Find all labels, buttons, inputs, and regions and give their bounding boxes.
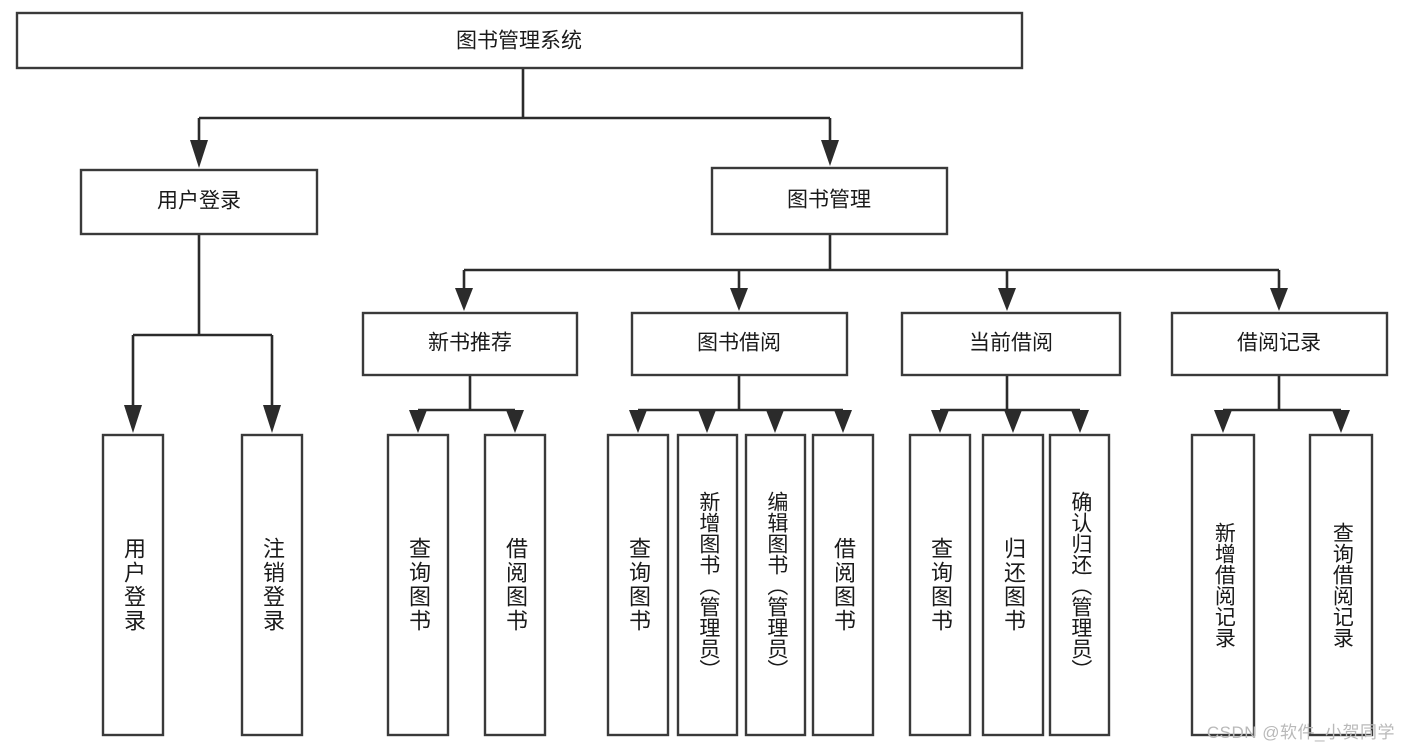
arrow-head-new-book-leaf-2 xyxy=(506,410,524,433)
node-root-box[interactable] xyxy=(15,11,1024,70)
node-new-book-recommend-box[interactable] xyxy=(361,311,579,377)
node-book-borrow-box[interactable] xyxy=(630,311,849,377)
leaf-box-layer xyxy=(101,433,1374,737)
arrow-head-user-login xyxy=(190,140,208,168)
arrow-head-book-borrow xyxy=(730,288,748,311)
node-root[interactable]: 图书管理系统 xyxy=(15,11,1024,70)
node-book-borrow-label: 图书借阅 xyxy=(697,332,781,355)
arrow-head-new-book-leaf-1 xyxy=(409,410,427,433)
leaf-box-borrow-book-new[interactable] xyxy=(483,433,547,737)
node-user-login[interactable]: 用户登录 xyxy=(79,168,319,236)
node-user-login-box[interactable] xyxy=(79,168,319,236)
node-current-borrow[interactable]: 当前借阅 xyxy=(900,311,1122,377)
node-borrow-record-label: 借阅记录 xyxy=(1237,332,1321,355)
node-current-borrow-label: 当前借阅 xyxy=(969,332,1053,355)
arrow-head-borrow-record-leaf-1 xyxy=(1214,410,1232,433)
arrow-head-new-book xyxy=(455,288,473,311)
arrow-head-borrow-record-leaf-2 xyxy=(1332,410,1350,433)
node-borrow-record[interactable]: 借阅记录 xyxy=(1170,311,1389,377)
leaf-box-add-book-admin[interactable] xyxy=(676,433,739,737)
arrow-head-book-borrow-leaf-1 xyxy=(629,410,647,433)
arrow-head-leaf-user-login xyxy=(124,405,142,433)
node-user-login-label: 用户登录 xyxy=(157,190,241,213)
csdn-watermark: CSDN @软件_小贺同学 xyxy=(1206,723,1395,742)
node-new-book-recommend[interactable]: 新书推荐 xyxy=(361,311,579,377)
leaf-box-query-book-new[interactable] xyxy=(386,433,450,737)
leaf-box-user-login[interactable] xyxy=(101,433,165,737)
leaf-box-query-borrow-record[interactable] xyxy=(1308,433,1374,737)
leaf-box-return-book[interactable] xyxy=(981,433,1045,737)
arrow-head-book-borrow-leaf-2 xyxy=(698,410,716,433)
leaf-box-edit-book-admin[interactable] xyxy=(744,433,807,737)
node-book-manage-box[interactable] xyxy=(710,166,949,236)
arrow-head-current-borrow xyxy=(998,288,1016,311)
arrow-head-book-manage xyxy=(821,140,839,166)
leaf-box-confirm-return-admin[interactable] xyxy=(1048,433,1111,737)
node-current-borrow-box[interactable] xyxy=(900,311,1122,377)
node-borrow-record-box[interactable] xyxy=(1170,311,1389,377)
leaf-box-add-borrow-record[interactable] xyxy=(1190,433,1256,737)
arrow-head-book-borrow-leaf-3 xyxy=(766,410,784,433)
arrow-head-current-borrow-leaf-1 xyxy=(931,410,949,433)
arrow-head-borrow-record xyxy=(1270,288,1288,311)
leaf-box-borrow-book[interactable] xyxy=(811,433,875,737)
leaf-box-query-book-borrow[interactable] xyxy=(606,433,670,737)
node-book-manage[interactable]: 图书管理 xyxy=(710,166,949,236)
arrow-head-book-borrow-leaf-4 xyxy=(834,410,852,433)
node-root-label: 图书管理系统 xyxy=(456,30,582,53)
node-book-manage-label: 图书管理 xyxy=(787,189,871,212)
arrow-head-current-borrow-leaf-2 xyxy=(1004,410,1022,433)
node-book-borrow[interactable]: 图书借阅 xyxy=(630,311,849,377)
arrow-head-current-borrow-leaf-3 xyxy=(1071,410,1089,433)
node-new-book-recommend-label: 新书推荐 xyxy=(428,332,512,355)
connector-layer xyxy=(124,68,1350,433)
leaf-box-logout[interactable] xyxy=(240,433,304,737)
arrow-head-leaf-logout xyxy=(263,405,281,433)
leaf-box-query-book-current[interactable] xyxy=(908,433,972,737)
